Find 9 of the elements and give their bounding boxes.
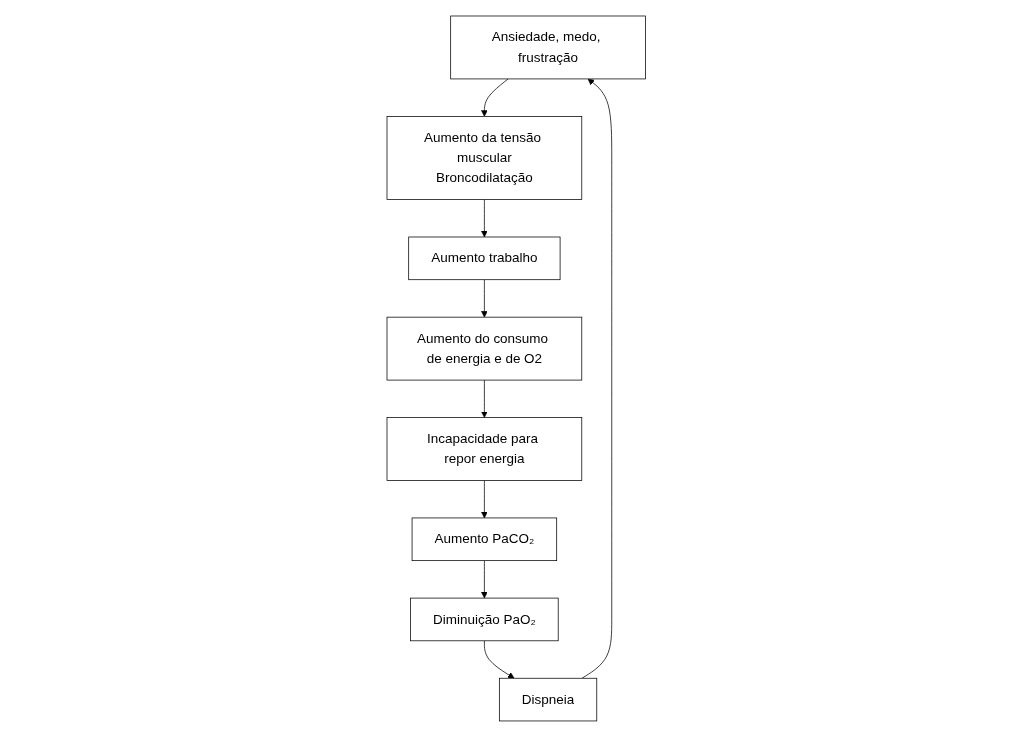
node-box <box>411 517 558 562</box>
node-box <box>499 677 598 722</box>
flowchart: Ansiedade, medo, frustração Aumento da tensão muscular Broncodilatação Aumento trabalho Aumento do consumo de energia e de O2 Incapacidade para repor energia Aumento PaCO₂ Diminuição PaO₂ Dispneia <box>381 10 652 727</box>
node-box <box>386 116 583 200</box>
node-box <box>410 597 559 642</box>
node-box <box>386 417 583 481</box>
node-box <box>408 236 561 281</box>
node-box <box>386 316 583 381</box>
node-box <box>450 15 647 80</box>
